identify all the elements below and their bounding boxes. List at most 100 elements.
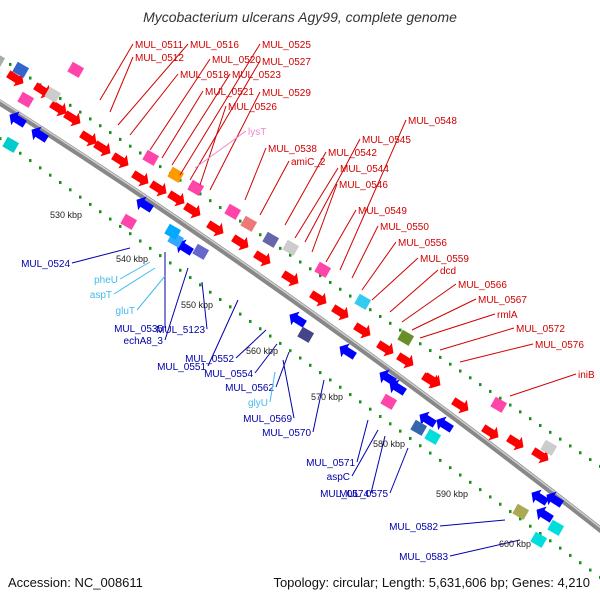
reverse-gene-arrow[interactable] xyxy=(335,340,359,363)
gene-label-mul-0551[interactable]: MUL_0551 xyxy=(157,362,206,373)
forward-gene-arrow[interactable] xyxy=(529,444,553,467)
gene-label-mul-0554[interactable]: MUL_0554 xyxy=(204,369,253,380)
gene-label-mul-5123[interactable]: MUL_5123 xyxy=(156,325,205,336)
feature-block[interactable] xyxy=(380,393,398,410)
gene-label-mul-0545[interactable]: MUL_0545 xyxy=(362,135,411,146)
gene-label-mul-0556[interactable]: MUL_0556 xyxy=(398,238,447,249)
gene-label-mul-0535[interactable]: MUL_0535 xyxy=(114,324,163,335)
gene-label-mul-0529[interactable]: MUL_0529 xyxy=(262,88,311,99)
feature-block[interactable] xyxy=(67,61,85,78)
feature-block[interactable] xyxy=(12,61,30,78)
gene-label-mul-0520[interactable]: MUL_0520 xyxy=(212,55,261,66)
feature-block[interactable] xyxy=(2,136,20,153)
reverse-gene-arrow[interactable] xyxy=(542,488,566,511)
feature-block[interactable] xyxy=(192,243,210,260)
reverse-gene-arrow[interactable] xyxy=(285,308,309,331)
gene-label-rmla[interactable]: rmlA xyxy=(497,310,518,321)
gene-label-mul-0574[interactable]: MUL_0574 xyxy=(320,489,369,500)
gene-label-mul-0538[interactable]: MUL_0538 xyxy=(268,144,317,155)
gene-label-glut[interactable]: gluT xyxy=(116,306,135,317)
feature-block[interactable] xyxy=(547,519,565,536)
forward-gene-arrow[interactable] xyxy=(449,394,473,417)
forward-gene-arrow[interactable] xyxy=(229,231,253,254)
gene-label-mul-0544[interactable]: MUL_0544 xyxy=(340,164,389,175)
forward-gene-arrow[interactable] xyxy=(91,137,115,160)
gene-label-mul-0512[interactable]: MUL_0512 xyxy=(135,53,184,64)
reverse-gene-arrow[interactable] xyxy=(375,366,399,389)
gene-label-mul-0511[interactable]: MUL_0511 xyxy=(135,40,184,51)
gene-label-mul-0526[interactable]: MUL_0526 xyxy=(228,102,277,113)
gene-label-mul-0562[interactable]: MUL_0562 xyxy=(225,383,274,394)
forward-gene-arrow[interactable] xyxy=(47,97,71,120)
gene-label-mul-0569[interactable]: MUL_0569 xyxy=(243,414,292,425)
gene-label-mul-0527[interactable]: MUL_0527 xyxy=(262,57,311,68)
feature-block[interactable] xyxy=(44,86,62,103)
feature-block[interactable] xyxy=(540,439,558,456)
forward-gene-arrow[interactable] xyxy=(279,267,303,290)
feature-block[interactable] xyxy=(17,91,35,108)
reverse-gene-arrow[interactable] xyxy=(385,376,409,399)
feature-block[interactable] xyxy=(262,231,280,248)
forward-gene-arrow[interactable] xyxy=(374,337,398,360)
gene-label-mul-0566[interactable]: MUL_0566 xyxy=(458,280,507,291)
feature-block[interactable] xyxy=(410,419,428,436)
gene-label-mul-0567[interactable]: MUL_0567 xyxy=(478,295,527,306)
forward-gene-arrow[interactable] xyxy=(4,67,28,90)
feature-block[interactable] xyxy=(142,149,160,166)
forward-gene-arrow[interactable] xyxy=(181,199,205,222)
reverse-gene-arrow[interactable] xyxy=(132,193,156,216)
gene-label-mul-0559[interactable]: MUL_0559 xyxy=(420,254,469,265)
gene-label-mul-0575[interactable]: MUL_0575 xyxy=(339,489,388,500)
gene-label-aspt[interactable]: aspT xyxy=(90,290,112,301)
gene-label-mul-0552[interactable]: MUL_0552 xyxy=(185,354,234,365)
gene-label-mul-0525[interactable]: MUL_0525 xyxy=(262,40,311,51)
feature-block[interactable] xyxy=(354,293,372,310)
gene-label-mul-0518[interactable]: MUL_0518 xyxy=(180,70,229,81)
gene-label-mul-0583[interactable]: MUL_0583 xyxy=(399,552,448,563)
reverse-gene-arrow[interactable] xyxy=(415,408,439,431)
feature-block[interactable] xyxy=(297,326,315,343)
feature-block[interactable] xyxy=(240,215,258,232)
gene-label-mul-0548[interactable]: MUL_0548 xyxy=(408,116,457,127)
gene-label-mul-0516[interactable]: MUL_0516 xyxy=(190,40,239,51)
gene-label-lyst[interactable]: lysT xyxy=(248,127,266,138)
gene-label-mul-0576[interactable]: MUL_0576 xyxy=(535,340,584,351)
gene-label-amic-2[interactable]: amiC_2 xyxy=(291,157,326,168)
feature-block[interactable] xyxy=(224,203,242,220)
gene-label-mul-0570[interactable]: MUL_0570 xyxy=(262,428,311,439)
feature-block[interactable] xyxy=(424,428,442,445)
gene-label-dcd[interactable]: dcd xyxy=(440,266,456,277)
gene-label-mul-0546[interactable]: MUL_0546 xyxy=(339,180,388,191)
gene-label-mul-0571[interactable]: MUL_0571 xyxy=(306,458,355,469)
gene-label-aspc[interactable]: aspC xyxy=(327,472,350,483)
reverse-gene-arrow[interactable] xyxy=(532,503,556,526)
feature-block[interactable] xyxy=(164,223,182,240)
forward-gene-arrow[interactable] xyxy=(129,167,153,190)
forward-gene-arrow[interactable] xyxy=(351,319,375,342)
feature-block[interactable] xyxy=(490,396,508,413)
gene-label-glyu[interactable]: glyU xyxy=(248,398,268,409)
feature-block[interactable] xyxy=(120,213,138,230)
gene-label-echa8-3[interactable]: echA8_3 xyxy=(124,336,164,347)
forward-gene-arrow[interactable] xyxy=(109,149,133,172)
forward-gene-arrow[interactable] xyxy=(421,369,445,392)
forward-gene-arrow[interactable] xyxy=(147,177,171,200)
feature-block[interactable] xyxy=(397,329,415,346)
forward-gene-arrow[interactable] xyxy=(77,127,101,150)
forward-gene-arrow[interactable] xyxy=(479,421,503,444)
gene-label-mul-0524[interactable]: MUL_0524 xyxy=(21,259,70,270)
gene-label-mul-0549[interactable]: MUL_0549 xyxy=(358,206,407,217)
reverse-gene-arrow[interactable] xyxy=(5,108,29,131)
forward-gene-arrow[interactable] xyxy=(204,217,228,240)
gene-label-mul-0521[interactable]: MUL_0521 xyxy=(205,87,254,98)
forward-gene-arrow[interactable] xyxy=(504,431,528,454)
gene-label-mul-0582[interactable]: MUL_0582 xyxy=(389,522,438,533)
feature-block[interactable] xyxy=(0,51,6,68)
forward-gene-arrow[interactable] xyxy=(165,187,189,210)
feature-block[interactable] xyxy=(512,503,530,520)
gene-label-pheu[interactable]: pheU xyxy=(94,275,118,286)
forward-gene-arrow[interactable] xyxy=(394,349,418,372)
gene-label-inib[interactable]: iniB xyxy=(578,370,595,381)
reverse-gene-arrow[interactable] xyxy=(527,486,551,509)
feature-block[interactable] xyxy=(314,261,332,278)
